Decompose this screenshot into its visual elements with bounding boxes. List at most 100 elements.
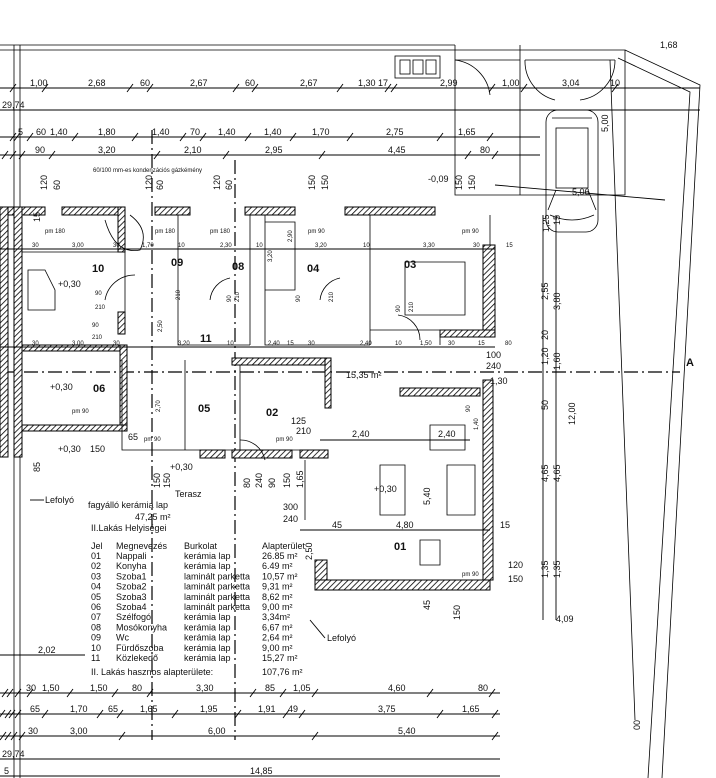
dimension-line (426, 688, 434, 698)
dimension-line (116, 709, 124, 719)
vertical-dimension: 150 (467, 175, 477, 190)
kitchen-dimension: 100 (486, 350, 501, 360)
room-dimension: 30 (113, 243, 120, 249)
schedule-cell: kerámia lap (184, 612, 231, 622)
dimension-label: 120 (508, 560, 523, 570)
garage-dim: 15 (552, 215, 562, 225)
dimension-line (491, 731, 499, 741)
dimension-line (436, 132, 444, 142)
room-dimension: 1,70 (142, 243, 154, 249)
dimension-line (146, 688, 154, 698)
schedule-cell: 08 (91, 622, 101, 632)
level-mark: +0,30 (58, 444, 81, 454)
dimension-label: 1,05 (293, 683, 311, 693)
dimension-label: 80 (478, 683, 488, 693)
dimension-line (336, 83, 344, 93)
dimension-label: 4,45 (388, 145, 406, 155)
dimension-line (0, 709, 6, 718)
room-dimension: 30 (448, 341, 455, 347)
dimension-line (390, 83, 398, 93)
dimension-line (146, 83, 154, 93)
garage-dim: 1,68 (660, 40, 678, 50)
dimension-label: 2,67 (300, 78, 318, 88)
dimension-label: 1,40 (264, 127, 282, 137)
dimension-label: 150 (508, 574, 523, 584)
dimension-label: 3,30 (196, 683, 214, 693)
dimension-line (171, 709, 179, 719)
schedule-cell: kerámia lap (184, 643, 231, 653)
schedule-total-label: II. Lakás hasznos alapterülete: (91, 667, 213, 677)
dimension-label: 150 (282, 473, 292, 488)
schedule-cell: 01 (91, 551, 101, 561)
dimension-line (179, 132, 187, 142)
door-dimension: 1,40 (474, 418, 480, 430)
ceiling-height-label: pm 180 (155, 229, 176, 235)
door-dimension: 210 (176, 289, 182, 300)
dimension-line (13, 132, 21, 142)
room-dimension: 30 (308, 341, 315, 347)
dimension-line (6, 688, 14, 698)
dimension-line (0, 731, 7, 741)
dimension-label: 1,91 (258, 704, 276, 714)
garage-dim: 5,06 (572, 187, 590, 197)
kitchen-dimension: 125 (291, 416, 306, 426)
dimension-total: 29,74 (2, 100, 25, 110)
dimension-label: 1,70 (312, 127, 330, 137)
terrace-area: 47,25 m² (135, 512, 171, 522)
door-dimension: 90 (466, 405, 472, 412)
room-dimension: 10 (178, 243, 185, 249)
vertical-dimension: 2,55 (540, 282, 550, 300)
dimension-label: 60 (245, 78, 255, 88)
room-dimension: 2,40 (268, 341, 280, 347)
drain-label: Lefolyó (45, 495, 74, 505)
room-dimension: 10 (395, 341, 402, 347)
dimension-label: 90 (35, 145, 45, 155)
schedule-cell: Szoba2 (116, 582, 147, 592)
dimension-label: 1,65 (295, 470, 305, 488)
dimension-label: 14,85 (250, 766, 273, 776)
schedule-cell: 9,00 m² (262, 643, 293, 653)
dimension-line (9, 150, 17, 160)
schedule-cell: 11 (91, 653, 100, 663)
dimension-label: 65 (108, 704, 118, 714)
dimension-label: 2,95 (265, 145, 283, 155)
schedule-cell: Fürdőszoba (116, 643, 164, 653)
dimension-label: 2,50 (304, 542, 314, 560)
schedule-cell: Wc (116, 633, 129, 643)
schedule-header: Alapterület (262, 541, 306, 551)
vertical-dimension: 15 (32, 212, 42, 222)
room-dimension: 3,30 (423, 243, 435, 249)
door-dimension: 210 (95, 305, 106, 311)
dimension-line (111, 688, 119, 698)
room-dimension: 1,50 (420, 341, 432, 347)
dimension-label: 45 (332, 520, 342, 530)
dimension-label: 2,68 (88, 78, 106, 88)
dimension-line (491, 709, 499, 719)
partitions (22, 214, 491, 566)
dimension-label: 85 (32, 462, 42, 472)
schedule-header: Jel (91, 541, 103, 551)
door-dimension: 3,20 (268, 250, 274, 262)
vertical-dimension: 150 (307, 175, 317, 190)
dimension-label: 1,00 (502, 78, 520, 88)
schedule-cell: 6.49 m² (262, 561, 293, 571)
dimension-label: 60 (36, 127, 46, 137)
car-symbol (545, 109, 599, 233)
dimension-line (249, 688, 257, 698)
dimension-label: 1,40 (50, 127, 68, 137)
dimension-label: 70 (190, 127, 200, 137)
schedule-cell: 8,62 m² (262, 592, 293, 602)
schedule-cell: 26.85 m² (262, 551, 298, 561)
room-number-09: 09 (171, 257, 183, 269)
ceiling-height-label: pm 90 (462, 229, 479, 235)
room-dimension: 10 (363, 243, 370, 249)
room-dimension: 10 (256, 243, 263, 249)
schedule-cell: Szoba4 (116, 602, 147, 612)
dimension-label: 2,67 (190, 78, 208, 88)
schedule-cell: kerámia lap (184, 551, 231, 561)
kitchen-dimension: 2,40 (352, 429, 370, 439)
dimension-label: 1,70 (70, 704, 88, 714)
room-dimension: 2,30 (220, 243, 232, 249)
room-dimension: 30 (32, 243, 39, 249)
